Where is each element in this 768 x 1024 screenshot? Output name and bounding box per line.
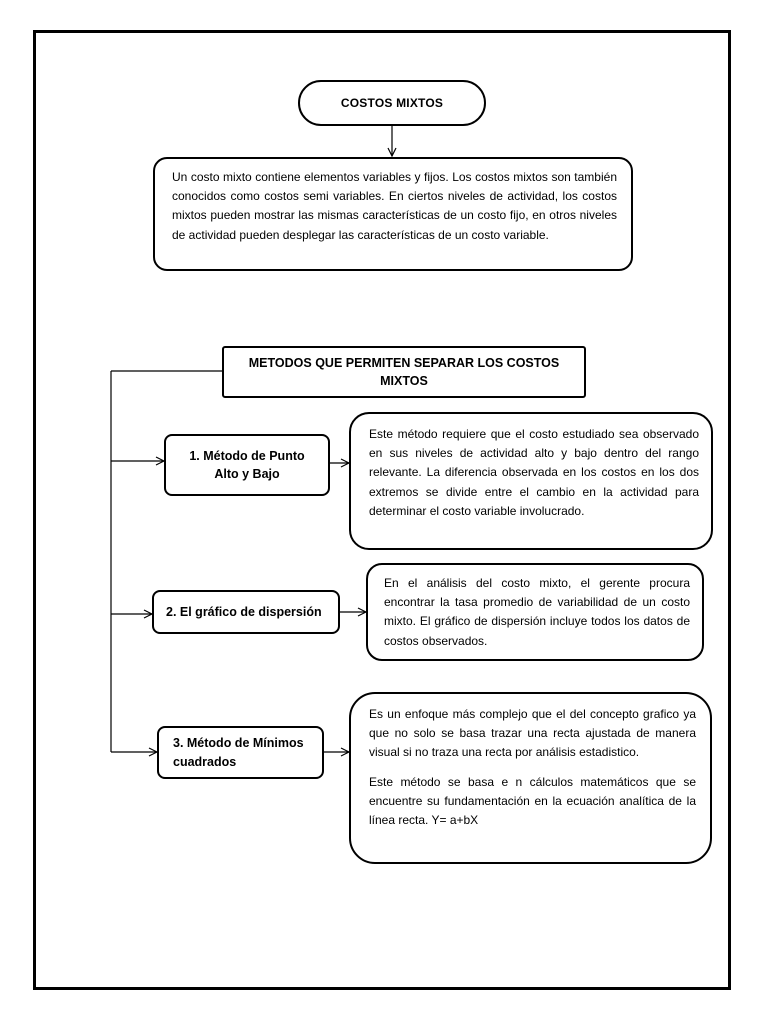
method-3-box: 3. Método de Mínimos cuadrados [157,726,324,779]
page-frame [33,30,731,990]
method-1-description: Este método requiere que el costo estudi… [369,427,699,518]
method-2-description-box: En el análisis del costo mixto, el geren… [366,563,704,661]
method-3-label: 3. Método de Mínimos cuadrados [173,736,304,769]
method-3-description-box: Es un enfoque más complejo que el del co… [349,692,712,864]
methods-heading-box: METODOS QUE PERMITEN SEPARAR LOS COSTOS … [222,346,586,398]
method-1-description-box: Este método requiere que el costo estudi… [349,412,713,550]
method-2-description: En el análisis del costo mixto, el geren… [384,576,690,648]
title-label: COSTOS MIXTOS [340,96,444,110]
methods-heading: METODOS QUE PERMITEN SEPARAR LOS COSTOS … [248,355,560,388]
intro-box: Un costo mixto contiene elementos variab… [153,157,633,271]
method-3-description-paragraph-2: Este método se basa e n cálculos matemát… [369,774,696,827]
method-3-description: Es un enfoque más complejo que el del co… [369,705,696,830]
method-2-label: 2. El gráfico de dispersión [166,604,322,619]
method-1-box: 1. Método de Punto Alto y Bajo [164,434,330,496]
title-box: COSTOS MIXTOS [298,80,486,126]
intro-text: Un costo mixto contiene elementos variab… [172,170,617,242]
method-1-label: 1. Método de Punto Alto y Bajo [189,448,305,481]
method-2-box: 2. El gráfico de dispersión [152,590,340,634]
method-3-description-paragraph-1: Es un enfoque más complejo que el del co… [369,707,696,760]
